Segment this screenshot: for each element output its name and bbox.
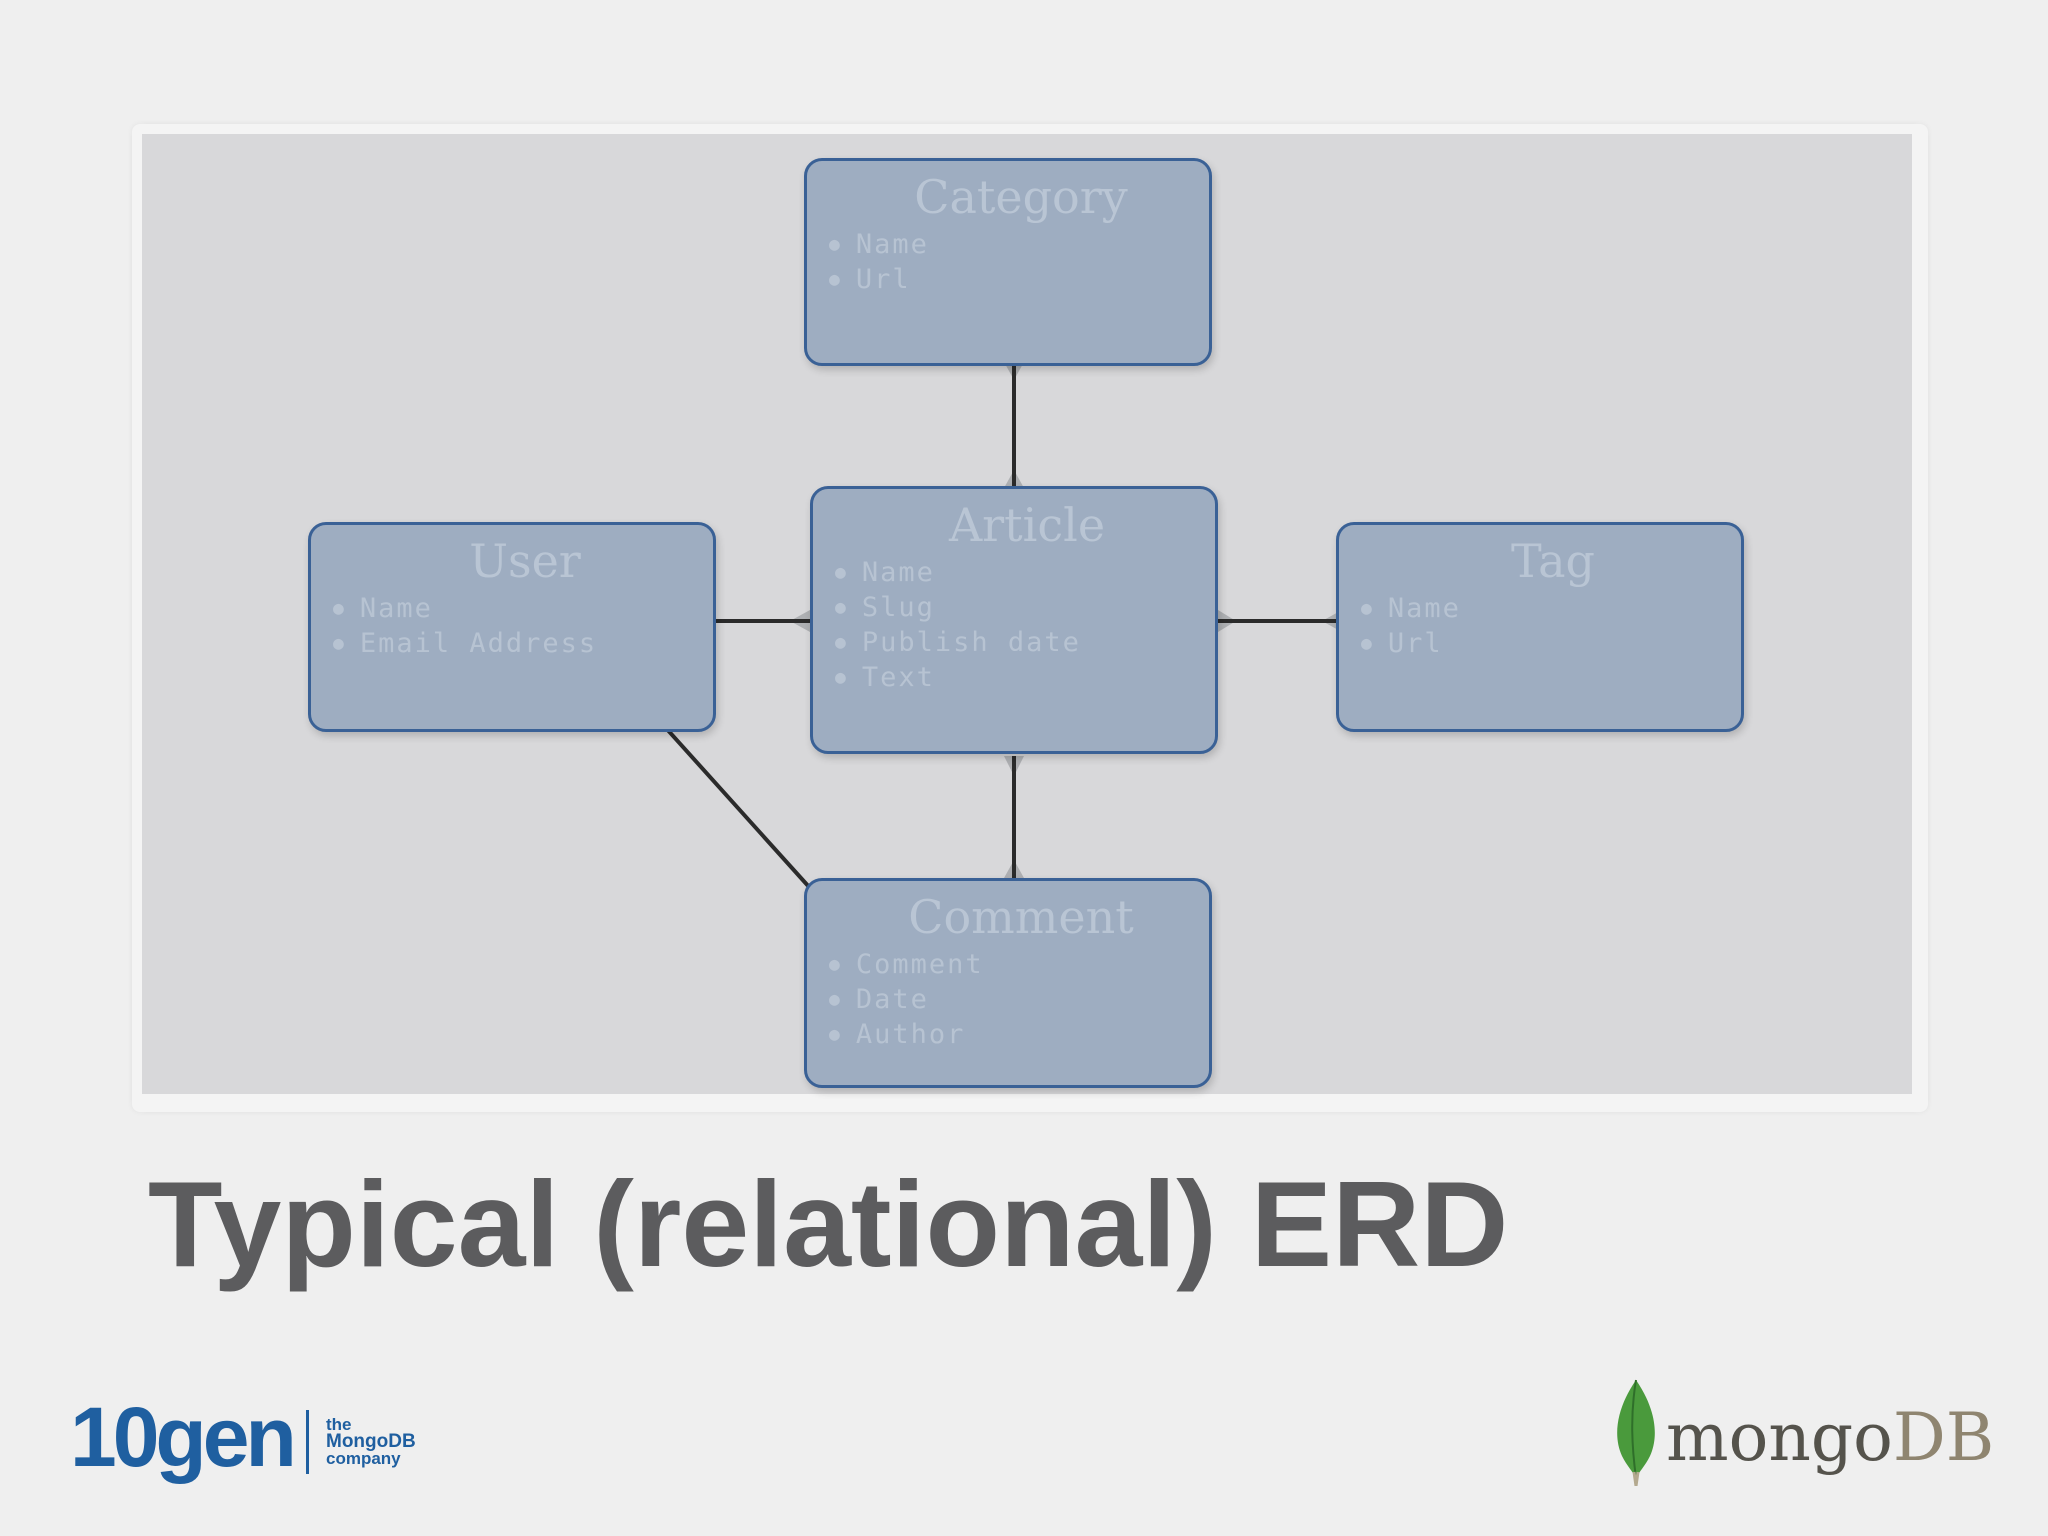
attribute-list: ●Name ●Slug ●Publish date ●Text (813, 555, 1215, 695)
attribute-item: ●Slug (835, 592, 935, 623)
entity-tag: Tag ●Name ●Url (1336, 522, 1744, 732)
attribute-item: ●Author (829, 1019, 966, 1050)
attribute-item: ●Name (835, 557, 935, 588)
tengen-wordmark: 10gen (70, 1390, 297, 1484)
slide-title: Typical (relational) ERD (148, 1156, 1509, 1292)
entity-name: Category (914, 170, 1128, 224)
mongodb-wordmark: mongoDB (1666, 1399, 1995, 1476)
entity-article: Article ●Name ●Slug ●Publish date ●Text (810, 486, 1218, 754)
entity-user: User ●Name ●Email Address (308, 522, 716, 732)
attribute-item: ●Name (1361, 593, 1461, 624)
entity-name: Comment (908, 890, 1134, 944)
logo-divider (306, 1410, 309, 1474)
attribute-item: ●Comment (829, 949, 984, 980)
attribute-list: ●Name ●Email Address (311, 591, 713, 661)
attribute-item: ●Name (333, 593, 433, 624)
attribute-item: ●Publish date (835, 627, 1081, 658)
entity-name: Article (948, 498, 1106, 552)
attribute-item: ●Date (829, 984, 929, 1015)
entity-name: User (469, 534, 581, 588)
attribute-item: ●Text (835, 662, 935, 693)
mongodb-logo: mongoDB (1602, 1376, 1994, 1486)
attribute-item: ●Name (829, 229, 929, 260)
attribute-list: ●Name ●Url (807, 227, 1209, 297)
attribute-item: ●Url (829, 264, 911, 295)
leaf-icon (1617, 1379, 1655, 1486)
attribute-item: ●Email Address (333, 628, 598, 659)
entity-name: Tag (1511, 534, 1595, 588)
entity-comment: Comment ●Comment ●Date ●Author (804, 878, 1212, 1088)
entity-category: Category ●Name ●Url (804, 158, 1212, 366)
tengen-tagline: the MongoDB company (326, 1415, 416, 1468)
attribute-list: ●Name ●Url (1339, 591, 1741, 661)
attribute-list: ●Comment ●Date ●Author (807, 947, 1209, 1052)
attribute-item: ●Url (1361, 628, 1443, 659)
